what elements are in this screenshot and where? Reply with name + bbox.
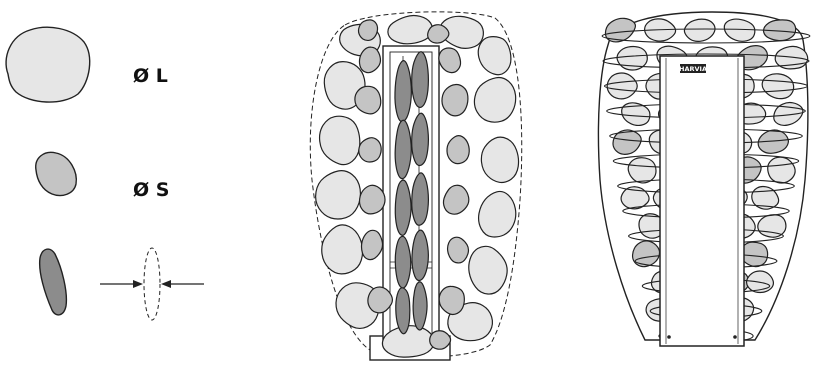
section-stone [474,77,515,122]
section-stone [360,185,386,214]
section-stone [355,86,381,114]
section-stone [479,191,516,237]
heater-cross-section [310,12,521,360]
legend: Ø L Ø S [6,27,204,320]
heater-front-panel [660,56,744,346]
section-stone [359,138,381,162]
thickness-arrow-left-icon [133,280,143,288]
section-stone [316,171,361,219]
thickness-arrow-right-icon [161,280,171,288]
heater-3d-view: HARVIA [598,12,809,346]
panel-screw-left [667,335,671,339]
section-stone [395,61,411,122]
section-stone [395,120,411,178]
section-stone [362,230,383,259]
flat-stone-icon [40,249,67,315]
cage-stone [758,215,786,237]
section-stone [359,47,380,73]
section-stone [448,237,469,263]
section-stone [412,230,428,280]
section-stone [395,236,410,288]
brand-logo: HARVIA [679,65,707,73]
section-stone [478,37,511,75]
section-stone [322,225,363,274]
section-stone [442,85,468,116]
section-stone [469,246,507,294]
stone-thickness-dashed-outline [144,248,160,320]
section-stones [316,16,519,358]
small-stone-label: Ø S [133,179,169,201]
section-stone [481,137,518,182]
section-stone [447,136,469,164]
section-stone [412,52,429,108]
large-stone-label: Ø L [133,65,168,87]
small-stone-icon [36,152,77,195]
section-stone [443,185,468,214]
section-stone [439,286,464,314]
section-stone [413,282,427,330]
section-stone [388,16,432,44]
section-stone [358,20,377,41]
section-stone [396,288,410,334]
panel-screw-right [733,335,737,339]
section-stone [439,48,461,73]
section-stone [320,116,360,164]
large-stone-icon [6,27,90,102]
section-stone [430,331,451,349]
